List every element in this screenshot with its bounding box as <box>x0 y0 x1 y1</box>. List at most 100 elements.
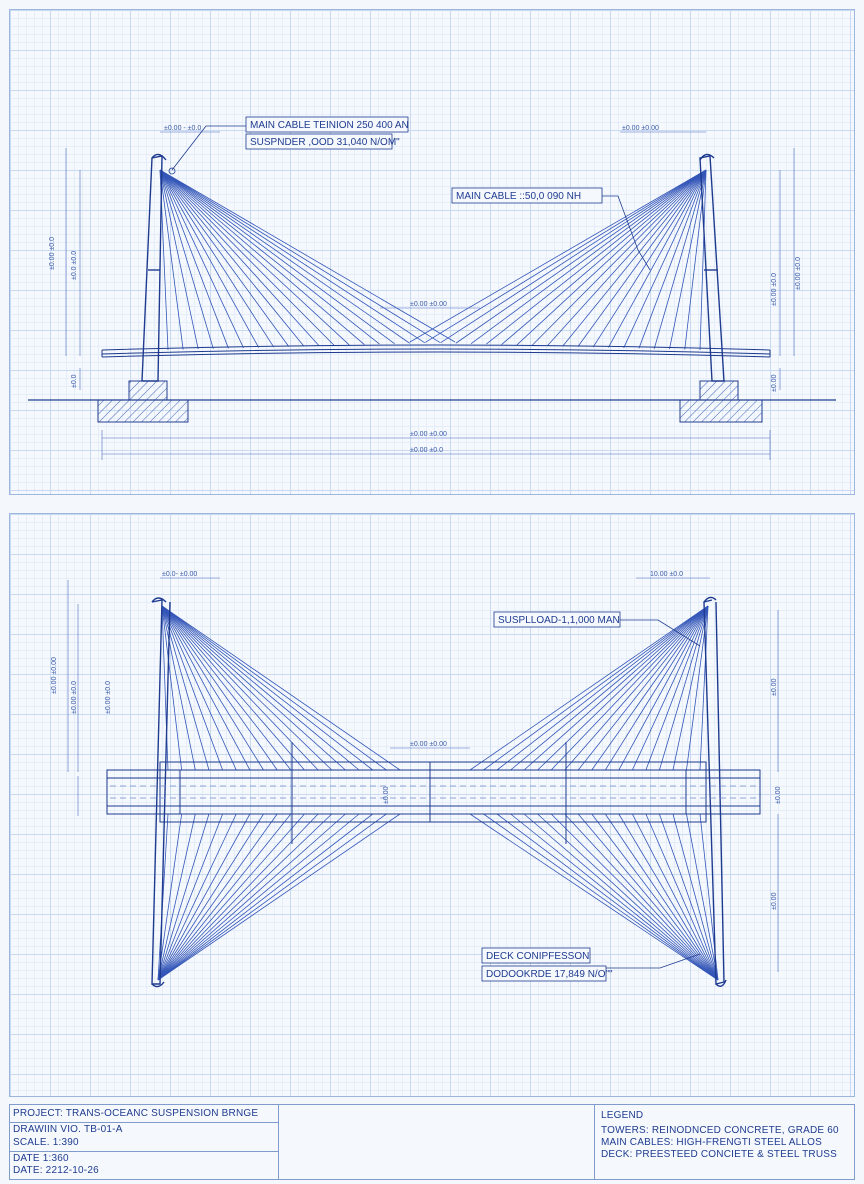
plan-left-bottom-stay <box>157 813 319 981</box>
elevation-left-stay <box>159 169 214 349</box>
callout-main-tension-text: MAIN CABLE TEINION 250 400 AN <box>250 120 409 131</box>
plan-left-bottom-stay <box>157 813 210 981</box>
plan-right-bottom-stay <box>523 813 719 981</box>
elevation-right-stay <box>638 169 707 349</box>
plan-left-tower <box>151 597 171 988</box>
plan-right-bottom-stay <box>659 813 719 981</box>
elevation-left-stay <box>159 169 426 344</box>
plan-right-tower <box>703 596 727 987</box>
callout-deck-compression-text: DECK CONIPFESSON <box>486 951 589 962</box>
plan-right-bottom-stay <box>618 813 719 981</box>
plan-dim-deck-b: ±0.00 <box>775 786 782 804</box>
plan-right-top-stay <box>618 605 709 771</box>
elevation-right-stay <box>577 169 707 347</box>
elevation-right-stay <box>409 169 707 343</box>
elevation-left-stay <box>159 169 395 345</box>
elevation-left-stay <box>159 169 229 349</box>
plan-left-bottom-stay <box>157 813 401 981</box>
plan-dim-right-vert-2: ±0.00 <box>771 892 778 910</box>
elevation-left-stay <box>159 169 305 347</box>
plan-left-bottom-stay <box>157 813 346 981</box>
plan-cable-stays <box>157 605 719 981</box>
plan-right-bottom-stay <box>483 813 719 981</box>
elevation-left-stay <box>159 169 441 343</box>
plan-right-bottom-stay <box>577 813 719 981</box>
plan-left-bottom-stay <box>157 813 264 981</box>
plan-right-top-stay <box>659 605 709 771</box>
drawing-scale: SCALE. 1:390 <box>13 1137 79 1148</box>
plan-left-top-stay <box>161 605 401 771</box>
callout-main-cable-text: MAIN CABLE ::50,0 090 NH <box>456 191 581 202</box>
elevation-right-stay <box>440 169 707 344</box>
plan-dim-top-right: 10.00 ±0.0 <box>650 571 683 578</box>
elevation-left-stay <box>159 169 244 349</box>
elevation-right-stay <box>516 169 707 346</box>
plan-right-top-stay <box>510 605 709 771</box>
dim-left-vert-2: ±0.0 ±0.0 <box>71 251 78 280</box>
legend-title: LEGEND <box>601 1110 644 1121</box>
elevation-left-stay <box>159 169 335 346</box>
plan-left-bottom-stay <box>157 813 360 981</box>
plan-right-bottom-stay <box>510 813 719 981</box>
dim-left-vert-1: ±0.00 ±0.0 <box>49 237 56 270</box>
dim-right-vert-1: ±0.00 ±0.0 <box>771 273 778 306</box>
dim-bottom-1: ±0.00 ±0.00 <box>410 431 447 438</box>
plan-right-top-stay <box>645 605 709 771</box>
plan-right-bottom-stay <box>469 813 719 981</box>
plan-left-bottom-stay <box>157 813 292 981</box>
elevation-cable-stays <box>159 169 707 351</box>
plan-deck <box>106 742 761 844</box>
elevation-right-stay <box>608 169 707 348</box>
drawing-date-1: DATE 1:360 <box>13 1153 69 1164</box>
plan-left-bottom-stay <box>157 813 237 981</box>
drawing-date-2: DATE: 2212-10-26 <box>13 1165 99 1176</box>
plan-left-bottom-stay <box>157 813 333 981</box>
elevation-deck <box>101 344 771 358</box>
plan-right-top-stay <box>469 605 709 771</box>
drawing-number: DRAWIIN VIO. TB-01-A <box>13 1124 123 1135</box>
plan-right-top-stay <box>577 605 709 771</box>
elevation-drawing-panel: MAIN CABLE TEINION 250 400 AN SUSPNDER ,… <box>9 9 855 495</box>
plan-right-top-stay <box>523 605 709 771</box>
elevation-right-stay <box>547 169 707 347</box>
plan-left-top-stay <box>161 605 373 771</box>
plan-dim-right-vert-1: ±0.00 <box>771 678 778 696</box>
left-foundation <box>97 380 189 423</box>
elevation-right-stay <box>425 169 707 343</box>
title-block: PROJECT: TRANS-OCEANC SUSPENSION BRNGE D… <box>9 1104 855 1180</box>
callout-suspender-load-text: SUSPNDER ,OOD 31,040 N/OM" <box>250 137 400 148</box>
elevation-right-stay <box>623 169 707 349</box>
elevation-left-stay <box>159 169 456 343</box>
callout-suspender-load: SUSPNDER ,OOD 31,040 N/OM" <box>245 133 400 150</box>
plan-right-top-stay <box>564 605 709 771</box>
elevation-right-stay <box>669 169 707 350</box>
plan-right-top-stay <box>672 605 709 771</box>
legend-cables: MAIN CABLES: HIGH-FRENGTI STEEL ALLOS <box>601 1137 822 1148</box>
callout-deck-compression: DECK CONIPFESSON <box>481 947 591 964</box>
plan-left-top-stay <box>161 605 292 771</box>
plan-left-top-stay <box>161 605 183 771</box>
plan-dim-left-vert-3: ±0.00 ±0.0 <box>105 681 112 714</box>
elevation-left-stay <box>159 169 199 350</box>
plan-right-bottom-stay <box>645 813 719 981</box>
plan-dim-left-vert-2: ±0.00 ±0.0 <box>71 681 78 714</box>
plan-left-bottom-stay <box>157 813 169 981</box>
elevation-right-stay <box>653 169 707 349</box>
elevation-left-stay <box>159 169 275 348</box>
plan-left-top-stay <box>161 605 223 771</box>
plan-right-top-stay <box>604 605 709 771</box>
elevation-leader-lines <box>168 125 651 271</box>
dim-top-left: ±0.00 - ±0.0 <box>164 125 201 132</box>
plan-left-bottom-stay <box>157 813 373 981</box>
plan-right-bottom-stay <box>686 813 719 981</box>
elevation-right-stay <box>592 169 707 348</box>
plan-right-top-stay <box>591 605 709 771</box>
legend-towers: TOWERS: REINODNCED CONCRETE, GRADE 60 <box>601 1125 839 1136</box>
callout-main-cable: MAIN CABLE ::50,0 090 NH <box>451 187 603 204</box>
plan-right-bottom-stay <box>496 813 719 981</box>
legend-deck: DECK: PREESTEED CONCIETE & STEEL TRUSS <box>601 1149 837 1160</box>
callout-deck-load-text: DODOOKRDE 17,849 N/O"" <box>486 969 613 980</box>
elevation-left-stay <box>159 169 184 350</box>
elevation-right-stay <box>486 169 707 345</box>
plan-right-bottom-stay <box>604 813 719 981</box>
